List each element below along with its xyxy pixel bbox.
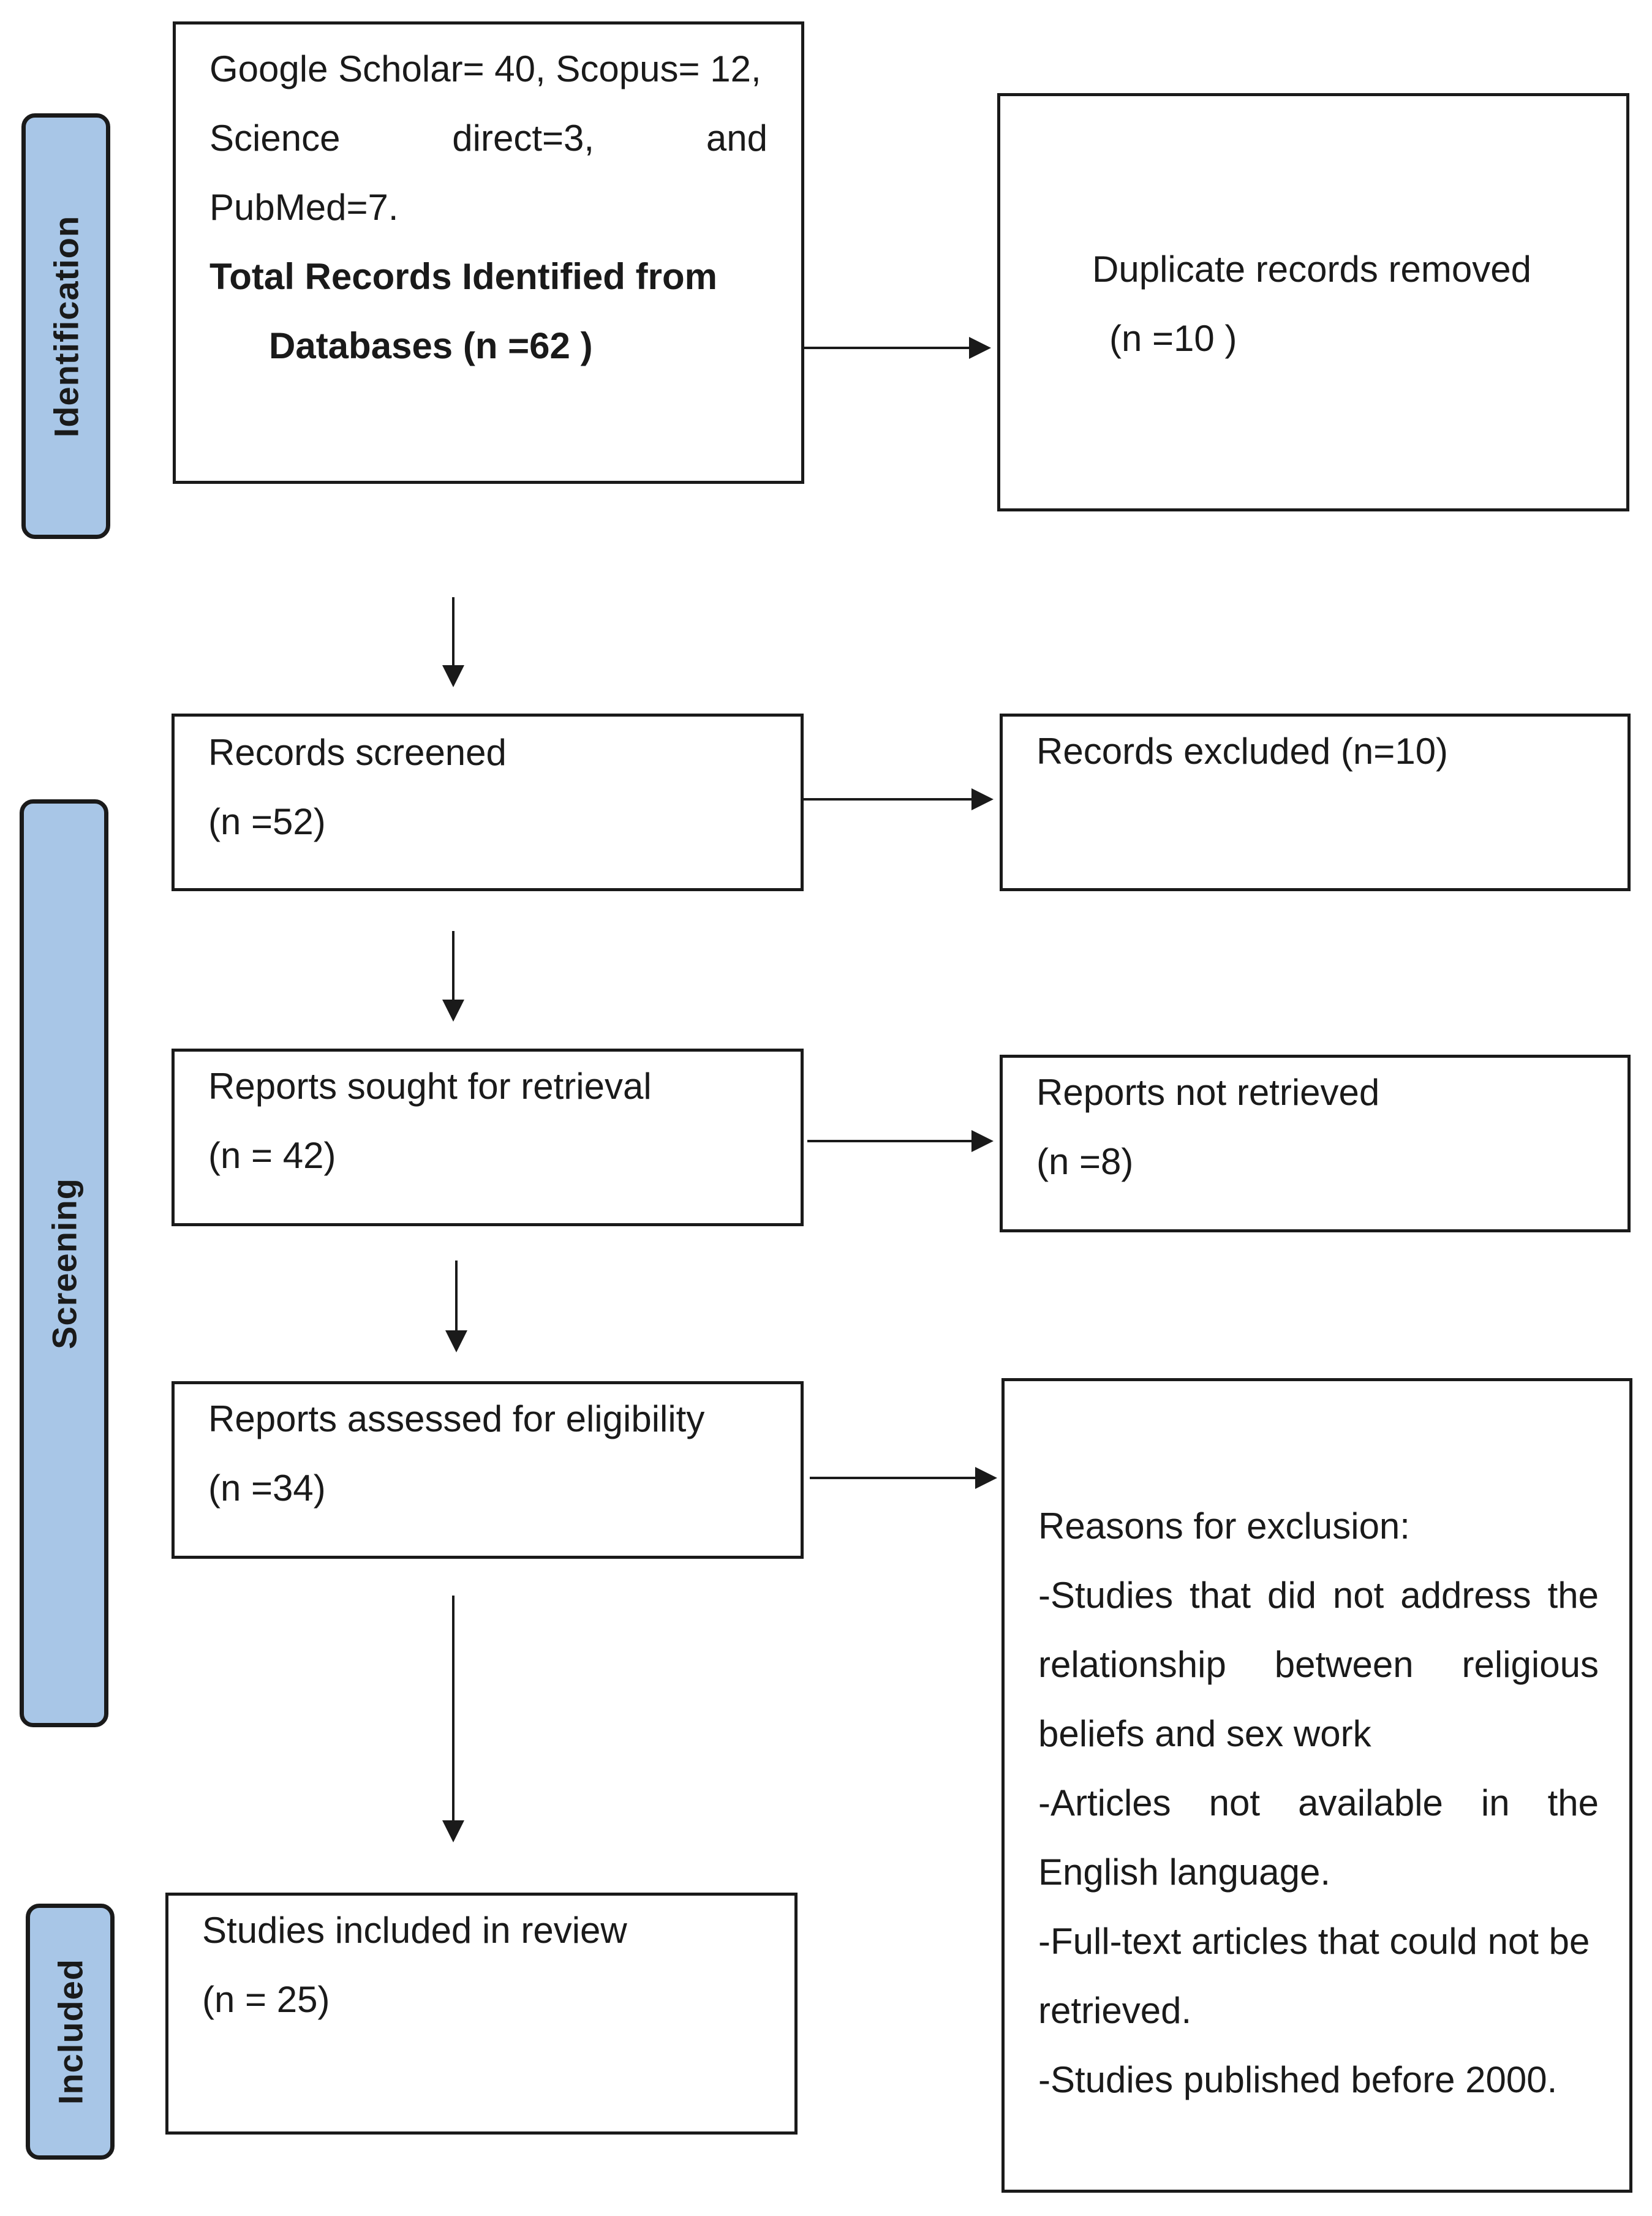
arrowhead-to-reports-assessed <box>445 1330 467 1352</box>
arrowhead-to-duplicates <box>969 337 991 359</box>
sources-line-2: Science direct=3, and <box>209 118 768 159</box>
identification-box: Google Scholar= 40, Scopus= 12, Science … <box>173 21 804 484</box>
reasons-for-exclusion-box: Reasons for exclusion: -Studies that did… <box>1001 1378 1632 2193</box>
records-screened-count: (n =52) <box>208 801 326 842</box>
reason-3-line-2: retrieved. <box>1038 1990 1192 2031</box>
reports-assessed-box: Reports assessed for eligibility (n =34) <box>172 1381 804 1559</box>
total-records-line-1: Total Records Identified from <box>209 256 717 297</box>
reports-assessed-label: Reports assessed for eligibility <box>208 1398 705 1439</box>
reason-3-line-1: -Full-text articles that could not be <box>1038 1921 1590 1962</box>
reason-4-line-1: -Studies published before 2000. <box>1038 2059 1558 2100</box>
reports-not-retrieved-label: Reports not retrieved <box>1036 1072 1380 1113</box>
reason-1-line-2: relationship between religious <box>1038 1644 1599 1685</box>
studies-included-label: Studies included in review <box>202 1910 627 1951</box>
reports-sought-count: (n = 42) <box>208 1135 336 1176</box>
phase-screening: Screening <box>20 799 108 1727</box>
duplicates-label: Duplicate records removed <box>1092 249 1531 290</box>
reports-sought-label: Reports sought for retrieval <box>208 1066 652 1107</box>
total-records-line-2: Databases (n =62 ) <box>269 325 593 366</box>
reason-2-line-1: -Articles not available in the <box>1038 1782 1599 1823</box>
reports-not-retrieved-box: Reports not retrieved (n =8) <box>1000 1055 1631 1232</box>
records-excluded-label: Records excluded (n=10) <box>1036 731 1449 772</box>
reason-1-line-3: beliefs and sex work <box>1038 1713 1371 1754</box>
arrowhead-to-records-screened <box>442 665 464 687</box>
reports-not-retrieved-count: (n =8) <box>1036 1141 1134 1182</box>
reports-sought-box: Reports sought for retrieval (n = 42) <box>172 1049 804 1226</box>
reason-1-line-1: -Studies that did not address the <box>1038 1575 1599 1616</box>
sources-line-3: PubMed=7. <box>209 187 399 228</box>
phase-included: Included <box>26 1904 115 2160</box>
arrowhead-to-reports-not-retrieved <box>971 1130 994 1152</box>
phase-identification: Identification <box>21 113 110 539</box>
studies-included-box: Studies included in review (n = 25) <box>165 1893 798 2135</box>
records-screened-label: Records screened <box>208 732 507 773</box>
reason-2-line-2: English language. <box>1038 1852 1331 1893</box>
duplicates-box: Duplicate records removed (n =10 ) <box>997 93 1629 511</box>
arrowhead-to-reports-sought <box>442 1000 464 1022</box>
arrowhead-to-studies-included <box>442 1820 464 1842</box>
studies-included-count: (n = 25) <box>202 1979 330 2020</box>
sources-line-1: Google Scholar= 40, Scopus= 12, <box>209 48 761 89</box>
reports-assessed-count: (n =34) <box>208 1468 326 1509</box>
arrowhead-to-records-excluded <box>971 788 994 810</box>
reasons-heading: Reasons for exclusion: <box>1038 1506 1410 1547</box>
records-excluded-box: Records excluded (n=10) <box>1000 714 1631 891</box>
arrowhead-to-reasons-for-exclusion <box>975 1467 997 1489</box>
records-screened-box: Records screened (n =52) <box>172 714 804 891</box>
duplicates-count: (n =10 ) <box>1109 318 1237 359</box>
